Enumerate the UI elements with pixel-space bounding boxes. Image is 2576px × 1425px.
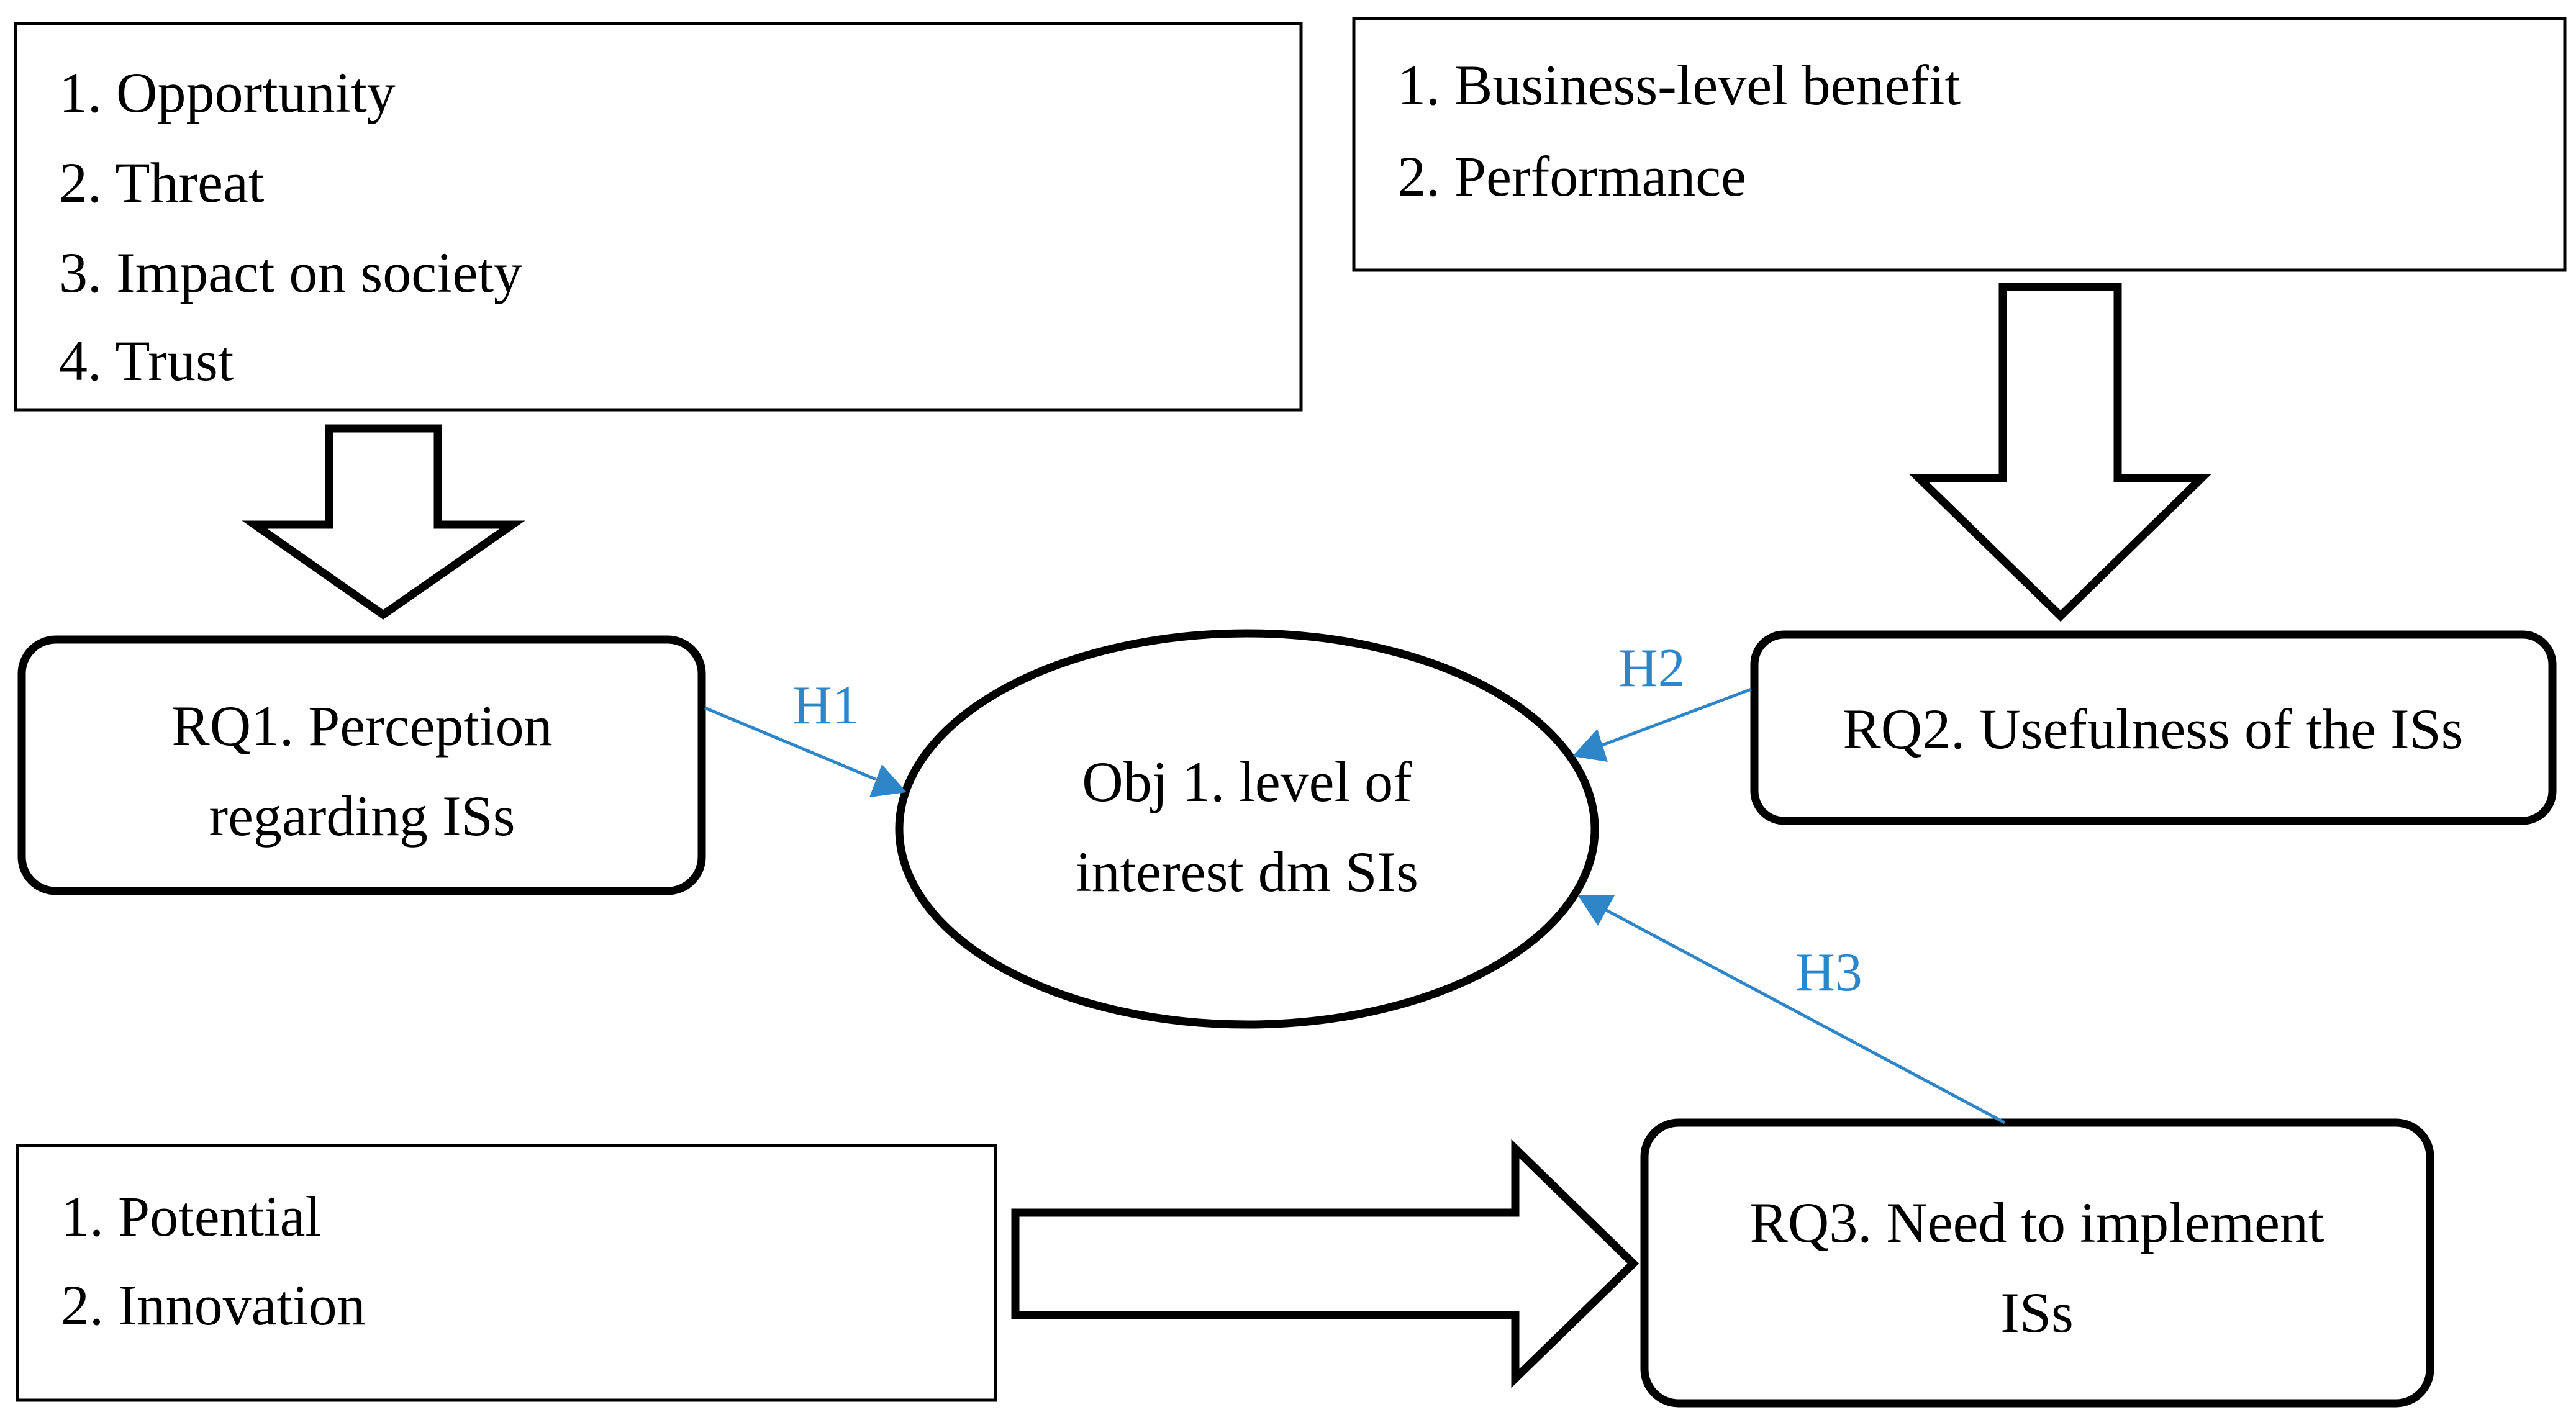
rq2-box: RQ2. Usefulness of the ISs bbox=[1750, 630, 2557, 825]
rq3-factor-1: 1. Potential bbox=[61, 1185, 321, 1248]
objective-line-2: interest dm SIs bbox=[1076, 840, 1418, 903]
right-arrow-to-rq3 bbox=[1011, 1139, 1639, 1388]
rq1-factor-1: 1. Opportunity bbox=[59, 61, 396, 124]
objective-line-1: Obj 1. level of bbox=[1082, 750, 1412, 813]
rq1-factors-box: 1. Opportunity 2. Threat 3. Impact on so… bbox=[14, 22, 1303, 412]
down-arrow-to-rq1 bbox=[242, 424, 525, 620]
rq3-box: RQ3. Need to implement ISs bbox=[1640, 1118, 2434, 1408]
h3-connector: H3 bbox=[1577, 895, 2006, 1124]
objective-ellipse: Obj 1. level of interest dm SIs bbox=[895, 629, 1599, 1029]
h1-label: H1 bbox=[792, 676, 859, 736]
rq3-factor-2: 2. Innovation bbox=[61, 1273, 366, 1337]
rq2-label: RQ2. Usefulness of the ISs bbox=[1843, 697, 2463, 761]
rq3-label-line-1: RQ3. Need to implement bbox=[1750, 1191, 2324, 1254]
rq1-box: RQ1. Perception regarding ISs bbox=[17, 635, 706, 895]
rq1-factor-2: 2. Threat bbox=[59, 151, 265, 214]
h1-connector: H1 bbox=[704, 676, 907, 797]
rq3-factors-box: 1. Potential 2. Innovation bbox=[16, 1144, 997, 1402]
h3-label: H3 bbox=[1795, 943, 1862, 1003]
rq1-label-line-1: RQ1. Perception bbox=[171, 694, 552, 758]
down-arrow-to-rq2 bbox=[1909, 283, 2211, 622]
rq1-label-line-2: regarding ISs bbox=[209, 784, 515, 848]
h2-label: H2 bbox=[1618, 638, 1685, 699]
rq2-factor-2: 2. Performance bbox=[1397, 145, 1746, 208]
rq1-factor-4: 4. Trust bbox=[59, 329, 234, 392]
rq2-factor-1: 1. Business-level benefit bbox=[1397, 53, 1961, 117]
rq1-factor-3: 3. Impact on society bbox=[59, 241, 522, 304]
rq3-label-line-2: ISs bbox=[2000, 1281, 2074, 1344]
h2-connector: H2 bbox=[1572, 638, 1752, 762]
rq2-factors-box: 1. Business-level benefit 2. Performance bbox=[1352, 17, 2567, 272]
